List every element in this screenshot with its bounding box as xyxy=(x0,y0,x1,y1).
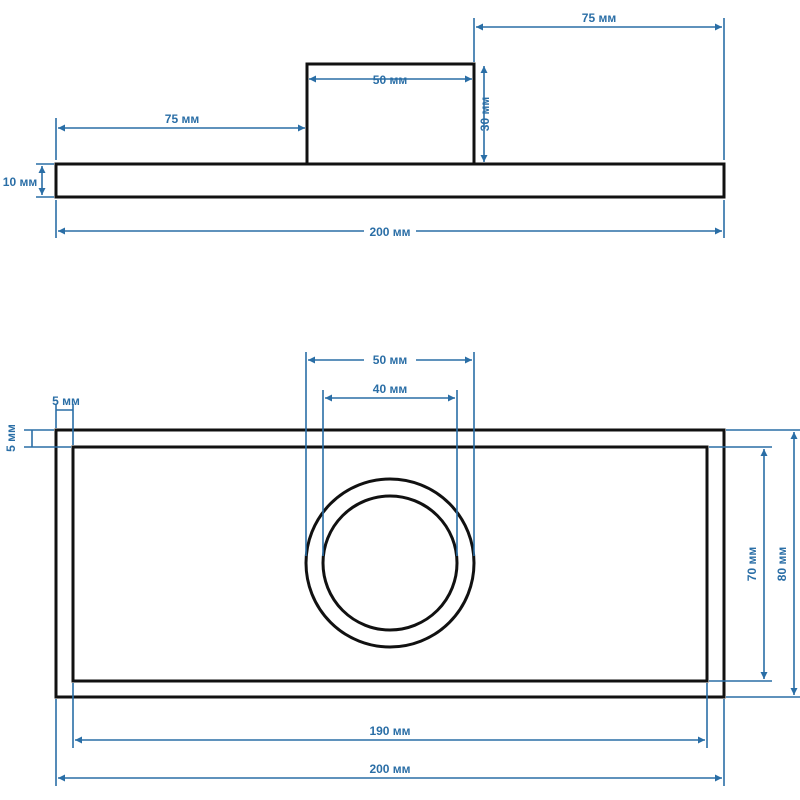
base-plate-outer xyxy=(54,428,726,699)
dimension-outer-length-label: 200 мм xyxy=(369,762,410,776)
dimension-wall-x-label: 5 мм xyxy=(52,394,80,408)
label-background xyxy=(364,352,416,368)
dimension-right-offset-label: 75 мм xyxy=(582,11,617,25)
base-plate-side xyxy=(54,162,726,199)
dimension-inner-length-label: 190 мм xyxy=(369,724,410,738)
boss-inner-circle xyxy=(321,494,459,632)
boss-side xyxy=(305,62,476,164)
dimension-outer-height-label: 80 мм xyxy=(775,547,789,582)
label-background xyxy=(364,222,416,238)
dimension-inner-diameter-label: 40 мм xyxy=(373,382,408,396)
dimension-plate-thickness-label: 10 мм xyxy=(3,175,38,189)
dimension-boss-height-label: 30 мм xyxy=(478,97,492,132)
dimension-left-offset-label: 75 мм xyxy=(165,112,200,126)
dimension-total-length-side-label: 200 мм xyxy=(369,225,410,239)
side-view: 75 мм 75 мм 50 мм 30 мм 10 мм 200 мм xyxy=(3,11,726,239)
dimension-wall-y-label: 5 мм xyxy=(4,424,18,452)
dimension-inner-height-label: 70 мм xyxy=(745,547,759,582)
boss-outer-circle xyxy=(304,477,476,649)
dimension-outer-diameter-label: 50 мм xyxy=(373,353,408,367)
dimension-boss-width-label: 50 мм xyxy=(373,73,408,87)
base-plate-inner xyxy=(71,445,709,683)
top-view: 50 мм 40 мм 5 мм 5 мм 70 мм 80 мм 190 мм xyxy=(4,352,800,786)
